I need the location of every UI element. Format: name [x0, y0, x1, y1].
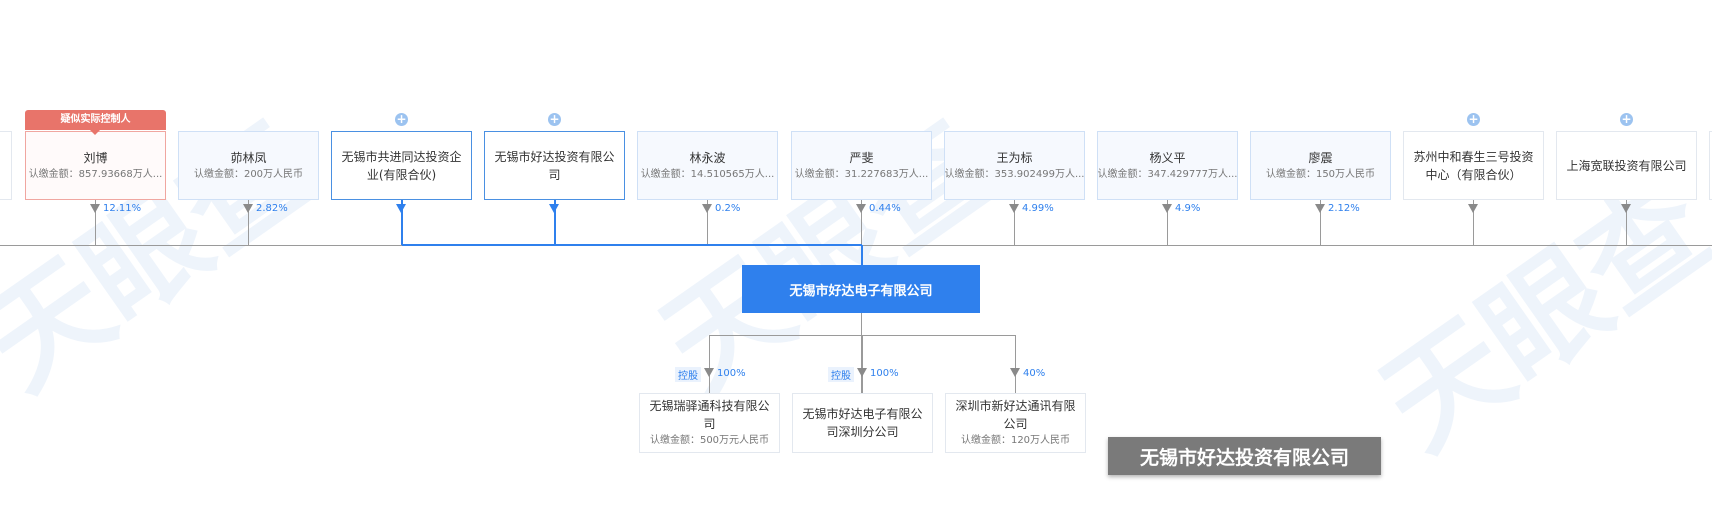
arrow-down-icon: [1162, 204, 1172, 213]
share-percent: 12.11%: [103, 203, 142, 214]
arrow-down-icon: [1315, 204, 1325, 213]
shareholder-amount: 认缴金额：150万人民币: [1265, 168, 1376, 180]
shareholder-name: 茆林凤: [230, 150, 267, 165]
shareholder-amount: 认缴金额：14.510565万人...: [640, 168, 775, 180]
shareholder-node[interactable]: 苏州中和春生三号投资中心（有限合伙）: [1403, 131, 1544, 200]
connector-line: [1320, 200, 1321, 245]
subsidiary-amount: 认缴金额：120万人民币: [960, 435, 1071, 446]
main-company-node[interactable]: 无锡市好达电子有限公司: [742, 265, 980, 313]
subsidiary-node[interactable]: 无锡瑞驿通科技有限公司认缴金额：500万元人民币: [639, 393, 780, 453]
connector-line: [554, 200, 556, 245]
shareholder-node[interactable]: 无锡市好达投资有限公司: [484, 131, 625, 200]
connector-horizontal-highlight: [402, 244, 862, 246]
shareholder-name: 苏州中和春生三号投资中心（有限合伙）: [1413, 149, 1534, 182]
shareholder-node[interactable]: 上海宽联投资有限公司: [1556, 131, 1697, 200]
connector-line: [95, 200, 96, 245]
connector-line: [1167, 200, 1168, 245]
shareholder-amount: 认缴金额：347.429777万人...: [1097, 168, 1238, 180]
shareholder-name: 严斐: [849, 150, 874, 165]
connector-line: [1015, 335, 1016, 393]
arrow-down-icon: [243, 204, 253, 213]
arrow-down-icon: [1010, 368, 1020, 377]
arrow-down-icon: [1009, 204, 1019, 213]
shareholder-name: 林永波: [689, 150, 726, 165]
expand-plus-icon[interactable]: +: [1467, 112, 1480, 126]
arrow-down-icon: [1468, 204, 1478, 213]
shareholder-node[interactable]: 廖震认缴金额：150万人民币: [1250, 131, 1391, 200]
arrow-down-icon: [1621, 204, 1631, 213]
arrow-down-icon: [702, 204, 712, 213]
shareholder-node[interactable]: 严斐认缴金额：31.227683万人...: [791, 131, 932, 200]
share-percent: 100%: [717, 368, 746, 379]
share-percent: 2.82%: [256, 203, 288, 214]
shareholder-node[interactable]: 无锡市共进同达投资企业(有限合伙): [331, 131, 472, 200]
shareholder-name: 王为标: [996, 150, 1033, 165]
connector-line: [1014, 200, 1015, 245]
arrow-down-icon: [90, 204, 100, 213]
share-percent: 2.12%: [1328, 203, 1360, 214]
arrow-down-icon: [549, 204, 559, 213]
connector-line: [709, 335, 710, 393]
connector-line: [248, 200, 249, 245]
arrow-down-icon: [856, 204, 866, 213]
connector-line: [401, 200, 403, 245]
arrow-down-icon: [857, 368, 867, 377]
share-percent: 4.99%: [1022, 203, 1054, 214]
shareholder-amount: 认缴金额：353.902499万人...: [944, 168, 1085, 180]
subsidiary-node[interactable]: 无锡市好达电子有限公司深圳分公司: [792, 393, 933, 453]
main-company-name: 无锡市好达电子有限公司: [789, 283, 933, 299]
expand-plus-icon[interactable]: +: [395, 112, 408, 126]
connector-line: [707, 200, 708, 245]
shareholder-node[interactable]: 林永波认缴金额：14.510565万人...: [637, 131, 778, 200]
connector-main: [861, 245, 863, 265]
subsidiary-amount: 认缴金额：500万元人民币: [649, 435, 770, 446]
expand-plus-icon[interactable]: +: [1620, 112, 1633, 126]
left-partial-node[interactable]: [0, 131, 12, 200]
shareholder-amount: 认缴金额：857.93668万人...: [28, 168, 163, 180]
shareholder-name: 无锡市好达投资有限公司: [494, 149, 615, 182]
right-partial-node[interactable]: [1709, 131, 1712, 200]
share-percent: 100%: [870, 368, 899, 379]
shareholder-name: 刘博: [83, 150, 108, 165]
share-percent: 0.44%: [869, 203, 901, 214]
subsidiary-node[interactable]: 深圳市新好达通讯有限公司认缴金额：120万人民币: [945, 393, 1086, 453]
actual-controller-tag: 疑似实际控制人: [25, 110, 166, 135]
shareholder-node[interactable]: 杨义平认缴金额：347.429777万人...: [1097, 131, 1238, 200]
shareholder-name: 上海宽联投资有限公司: [1566, 158, 1687, 173]
tooltip-text: 无锡市好达投资有限公司: [1139, 446, 1349, 469]
shareholder-node[interactable]: 王为标认缴金额：353.902499万人...: [944, 131, 1085, 200]
connector-line: [861, 200, 862, 245]
hover-tooltip: 无锡市好达投资有限公司: [1108, 437, 1381, 475]
shareholder-name: 无锡市共进同达投资企业(有限合伙): [341, 149, 462, 182]
share-percent: 0.2%: [715, 203, 741, 214]
expand-plus-icon[interactable]: +: [548, 112, 561, 126]
subsidiary-name: 无锡市好达电子有限公司深圳分公司: [802, 407, 923, 439]
shareholder-amount: 认缴金额：200万人民币: [193, 168, 304, 180]
share-percent: 40%: [1023, 368, 1046, 379]
connector-line: [1473, 200, 1474, 245]
shareholder-name: 杨义平: [1149, 150, 1186, 165]
shareholder-node[interactable]: 茆林凤认缴金额：200万人民币: [178, 131, 319, 200]
shareholder-node[interactable]: 刘博认缴金额：857.93668万人...: [25, 131, 166, 200]
holding-badge: 控股: [828, 367, 854, 382]
subsidiary-name: 无锡瑞驿通科技有限公司: [649, 399, 770, 431]
connector-line: [862, 335, 863, 393]
connector-line: [1626, 200, 1627, 245]
subsidiary-name: 深圳市新好达通讯有限公司: [955, 399, 1076, 431]
connector-main-down: [861, 313, 862, 393]
holding-badge: 控股: [675, 367, 701, 382]
arrow-down-icon: [396, 204, 406, 213]
shareholder-name: 廖震: [1308, 150, 1333, 165]
shareholder-amount: 认缴金额：31.227683万人...: [794, 168, 929, 180]
share-percent: 4.9%: [1175, 203, 1201, 214]
arrow-down-icon: [704, 368, 714, 377]
